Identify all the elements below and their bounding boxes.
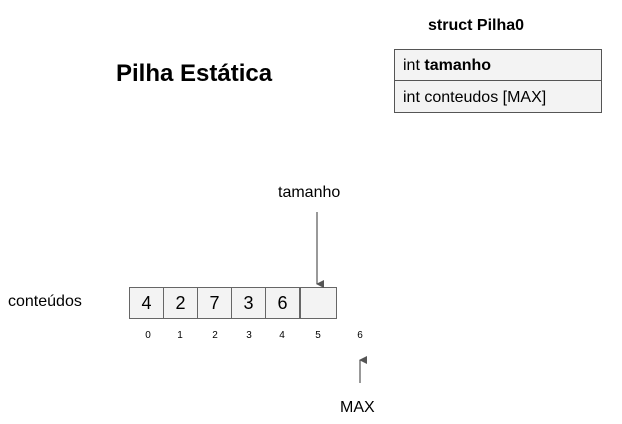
struct-definition-box: int tamanho int conteudos [MAX] [394, 49, 602, 113]
field-name: conteudos [MAX] [424, 89, 547, 106]
index-label: 3 [246, 330, 252, 341]
struct-field-conteudos: int conteudos [MAX] [395, 82, 601, 113]
max-pointer-label: MAX [340, 399, 375, 416]
field-type: int [403, 57, 420, 74]
index-label: 0 [145, 330, 151, 341]
index-label: 4 [279, 330, 285, 341]
index-label: 6 [357, 330, 363, 341]
page-title: Pilha Estática [116, 60, 273, 87]
array-label: conteúdos [8, 293, 82, 310]
index-label: 2 [212, 330, 218, 341]
field-type: int [403, 89, 420, 106]
array-cell: 3 [231, 287, 266, 319]
index-label: 5 [315, 330, 321, 341]
struct-field-tamanho: int tamanho [395, 50, 601, 81]
struct-title: struct Pilha0 [428, 17, 525, 34]
array-cell-empty [300, 287, 337, 319]
index-label: 1 [177, 330, 183, 341]
field-name: tamanho [424, 57, 492, 74]
array-cell: 2 [163, 287, 198, 319]
array-cell: 6 [265, 287, 300, 319]
tamanho-pointer-label: tamanho [278, 184, 341, 201]
